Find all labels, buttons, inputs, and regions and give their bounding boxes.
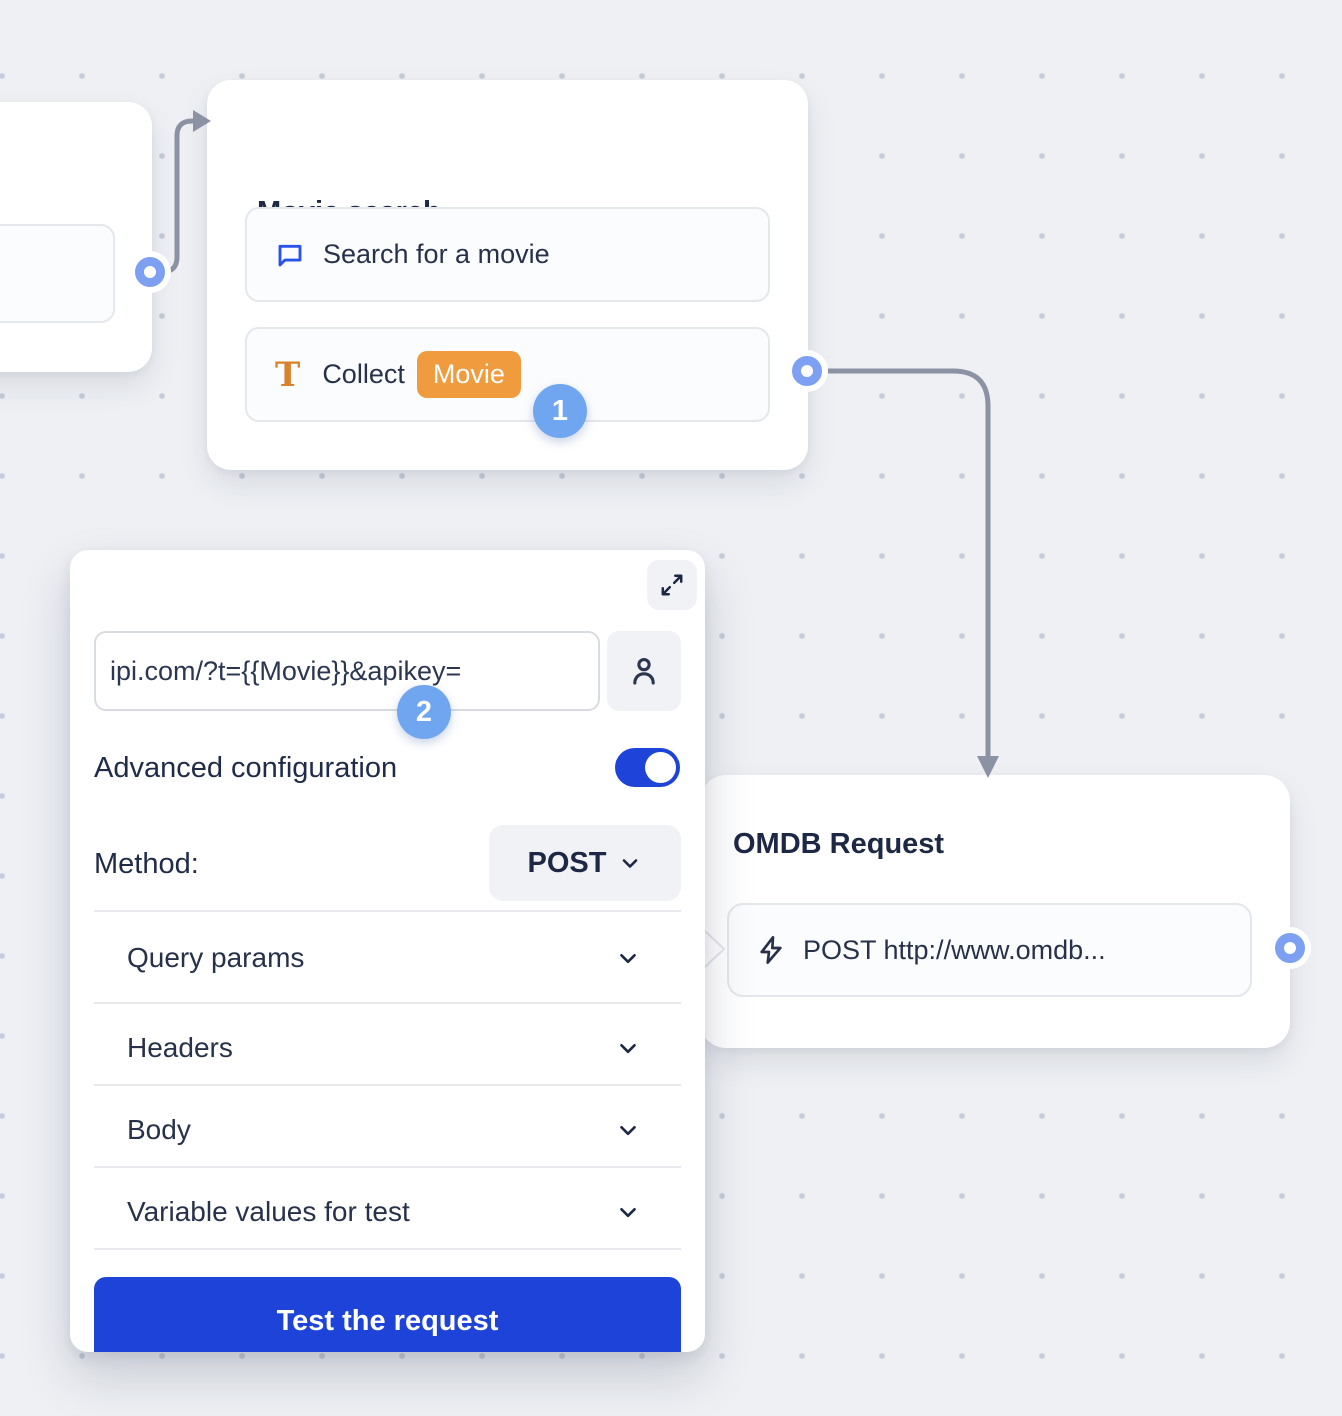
- method-dropdown[interactable]: POST: [489, 825, 681, 901]
- partial-node[interactable]: [0, 102, 152, 372]
- chevron-down-icon: [615, 1199, 681, 1225]
- node-title: OMDB Request: [733, 828, 945, 860]
- variables-button[interactable]: [607, 631, 681, 711]
- output-port-movie-search[interactable]: [792, 356, 822, 386]
- url-input[interactable]: ipi.com/?t={{Movie}}&apikey=: [94, 631, 600, 711]
- chat-bubble-icon: [275, 240, 305, 270]
- advanced-configuration-label: Advanced configuration: [94, 752, 398, 784]
- output-port-partial-node[interactable]: [135, 257, 165, 287]
- lightning-icon: [755, 934, 787, 966]
- section-label: Body: [127, 1114, 191, 1145]
- divider: [94, 1166, 681, 1168]
- item-label: POST http://www.omdb...: [803, 934, 1106, 965]
- step-badge-2: 2: [397, 685, 451, 739]
- output-port-omdb[interactable]: [1275, 933, 1305, 963]
- movie-search-item-collect[interactable]: T Collect Movie: [245, 327, 770, 422]
- step-badge-1: 1: [533, 384, 587, 438]
- item-label: Search for a movie: [323, 239, 550, 269]
- omdb-item-request[interactable]: POST http://www.omdb...: [727, 903, 1252, 997]
- person-icon: [627, 654, 661, 688]
- movie-search-item-question[interactable]: Search for a movie: [245, 207, 770, 302]
- section-body[interactable]: Body: [94, 1085, 681, 1175]
- divider: [94, 1002, 681, 1004]
- method-value: POST: [527, 846, 607, 879]
- section-variable-values[interactable]: Variable values for test: [94, 1167, 681, 1257]
- method-label: Method:: [94, 848, 199, 880]
- toggle-knob: [645, 752, 676, 783]
- chevron-down-icon: [615, 945, 681, 971]
- divider: [94, 910, 681, 912]
- expand-icon: [659, 572, 685, 598]
- connector-left-to-movie: [147, 118, 197, 275]
- item-label: Collect: [322, 359, 405, 389]
- section-label: Query params: [127, 942, 305, 973]
- advanced-configuration-toggle[interactable]: [615, 748, 680, 787]
- node-movie-search[interactable]: Movie search Search for a movie T Collec…: [207, 80, 808, 470]
- connector-movie-to-omdb: [804, 368, 991, 760]
- divider: [94, 1248, 681, 1250]
- variable-badge-movie[interactable]: Movie: [416, 351, 521, 398]
- expand-button[interactable]: [647, 560, 697, 610]
- chevron-down-icon: [615, 1035, 681, 1061]
- partial-node-item[interactable]: [0, 224, 115, 323]
- chevron-down-icon: [615, 1117, 681, 1143]
- node-omdb-request[interactable]: OMDB Request POST http://www.omdb...: [700, 775, 1290, 1048]
- section-query-params[interactable]: Query params: [94, 913, 681, 1003]
- url-value: ipi.com/?t={{Movie}}&apikey=: [110, 655, 462, 686]
- chevron-down-icon: [618, 851, 642, 875]
- section-label: Headers: [127, 1032, 233, 1063]
- test-request-button[interactable]: Test the request: [94, 1277, 681, 1352]
- webhook-config-panel[interactable]: ipi.com/?t={{Movie}}&apikey= Advanced co…: [70, 550, 705, 1352]
- text-input-icon: T: [275, 354, 301, 395]
- section-headers[interactable]: Headers: [94, 1003, 681, 1093]
- divider: [94, 1084, 681, 1086]
- section-label: Variable values for test: [127, 1196, 410, 1227]
